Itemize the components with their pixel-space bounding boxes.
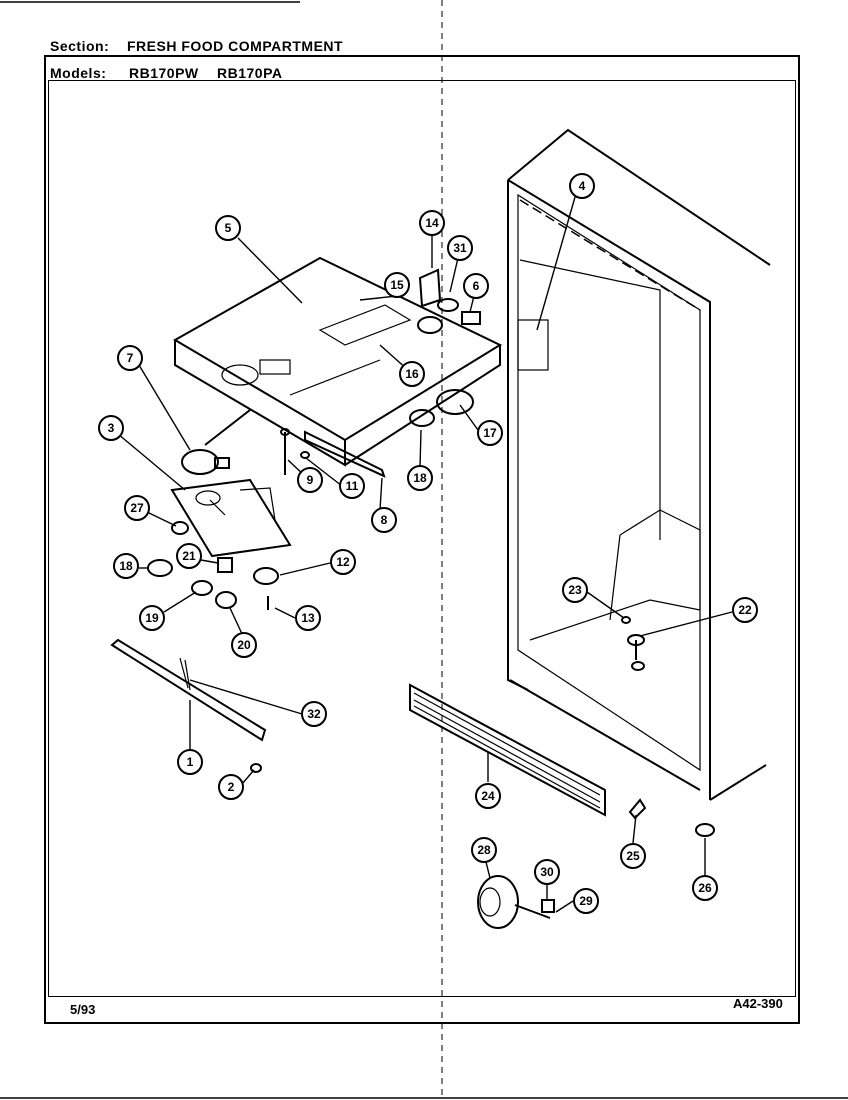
callout-4: 4 [569,173,595,199]
svg-text:6: 6 [473,279,480,293]
svg-text:22: 22 [738,603,752,617]
svg-text:27: 27 [130,501,144,515]
svg-text:17: 17 [483,426,497,440]
callout-15: 15 [384,272,410,298]
callout-11: 11 [339,473,365,499]
svg-text:23: 23 [568,583,582,597]
svg-text:11: 11 [346,479,359,493]
leader-lines [117,196,733,913]
callout-12: 12 [330,549,356,575]
callout-27: 27 [124,495,150,521]
document-code: A42-390 [733,996,783,1011]
svg-text:1: 1 [187,755,194,769]
callout-3: 3 [98,415,124,441]
callout-29: 29 [573,888,599,914]
clip-part [628,798,715,837]
svg-text:29: 29 [579,894,593,908]
callout-17: 17 [477,420,503,446]
callout-19: 19 [139,605,165,631]
roller-part [477,875,555,929]
callout-20: 20 [231,632,257,658]
svg-text:32: 32 [307,707,321,721]
model-number: RB170PW [129,65,199,81]
callout-14: 14 [419,210,445,236]
svg-text:26: 26 [698,881,712,895]
callout-18b: 18 [113,553,139,579]
cabinet-liner-part [507,128,771,801]
svg-text:8: 8 [381,513,388,527]
svg-text:20: 20 [237,638,251,652]
models-label: Models: [50,65,107,81]
diagram-inner-frame [48,80,796,997]
diagram-frame [44,55,800,1024]
callout-5: 5 [215,215,241,241]
toe-grille-part [409,683,606,817]
thermostat-part [181,409,251,475]
screw-part [280,428,386,478]
svg-text:30: 30 [540,865,554,879]
svg-text:13: 13 [301,611,315,625]
svg-text:9: 9 [307,473,314,487]
callout-28: 28 [471,837,497,863]
svg-text:3: 3 [108,421,115,435]
svg-text:12: 12 [336,555,350,569]
callout-21: 21 [176,543,202,569]
callout-9: 9 [297,467,323,493]
callout-7: 7 [117,345,143,371]
callout-22: 22 [732,597,758,623]
svg-text:31: 31 [453,241,467,255]
svg-text:25: 25 [626,849,640,863]
switch-part [417,268,481,334]
section-label: Section: [50,38,110,54]
callout-24: 24 [475,783,501,809]
control-bracket-part [170,478,292,558]
callout-18: 18 [407,465,433,491]
callout-26: 26 [692,875,718,901]
svg-text:2: 2 [228,780,235,794]
svg-text:21: 21 [182,549,196,563]
leveling-leg-part [621,616,645,671]
callout-1: 1 [177,749,203,775]
callout-25: 25 [620,843,646,869]
svg-text:24: 24 [481,789,495,803]
callout-30: 30 [534,859,560,885]
section-title: FRESH FOOD COMPARTMENT [127,38,344,54]
callout-13: 13 [295,605,321,631]
svg-text:15: 15 [390,278,404,292]
callout-8: 8 [371,507,397,533]
callout-16: 16 [399,361,425,387]
callout-6: 6 [463,273,489,299]
callout-23: 23 [562,577,588,603]
svg-text:7: 7 [127,351,134,365]
svg-text:19: 19 [145,611,159,625]
svg-text:4: 4 [579,179,586,193]
svg-text:18: 18 [413,471,427,485]
knob-part [147,521,279,610]
svg-text:16: 16 [405,367,419,381]
light-lens-part [409,389,474,427]
callout-32: 32 [301,701,327,727]
callout-2: 2 [218,774,244,800]
model-number: RB170PA [217,65,283,81]
svg-text:28: 28 [477,843,491,857]
svg-text:18: 18 [119,559,133,573]
callout-31: 31 [447,235,473,261]
svg-text:14: 14 [425,216,439,230]
svg-text:5: 5 [225,221,232,235]
date-code: 5/93 [70,1002,96,1017]
trim-strip-part [110,638,267,773]
